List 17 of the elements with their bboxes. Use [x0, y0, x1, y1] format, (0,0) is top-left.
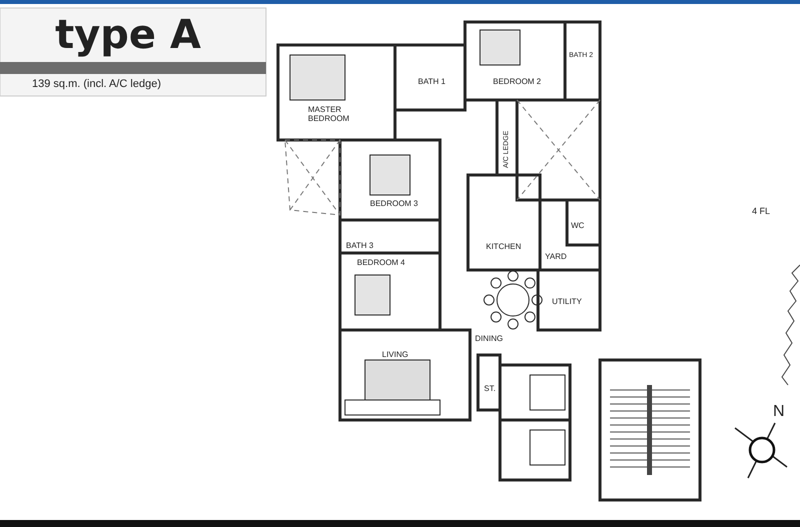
room-label: YARD [545, 253, 567, 262]
floor-label: 4 FL [752, 207, 770, 217]
room-label: BEDROOM 4 [357, 259, 406, 268]
room-label: KITCHEN [486, 243, 522, 252]
room-label: ST. [484, 385, 496, 394]
area-text: 139 sq.m. (incl. A/C ledge) [32, 78, 162, 90]
title: type A [54, 12, 202, 58]
room-label: LIVING [382, 351, 408, 360]
room-label: BEDROOM 2 [493, 78, 542, 87]
room-label: MASTER BEDROOM [308, 106, 350, 124]
room-label: UTILITY [552, 298, 582, 307]
room-label: WC [571, 222, 584, 231]
room-label: BATH 1 [418, 78, 446, 87]
room-label: BEDROOM 3 [370, 200, 418, 209]
north-label: N [773, 403, 785, 421]
room-label: BATH 3 [346, 242, 374, 251]
room-label: DINING [475, 335, 503, 344]
